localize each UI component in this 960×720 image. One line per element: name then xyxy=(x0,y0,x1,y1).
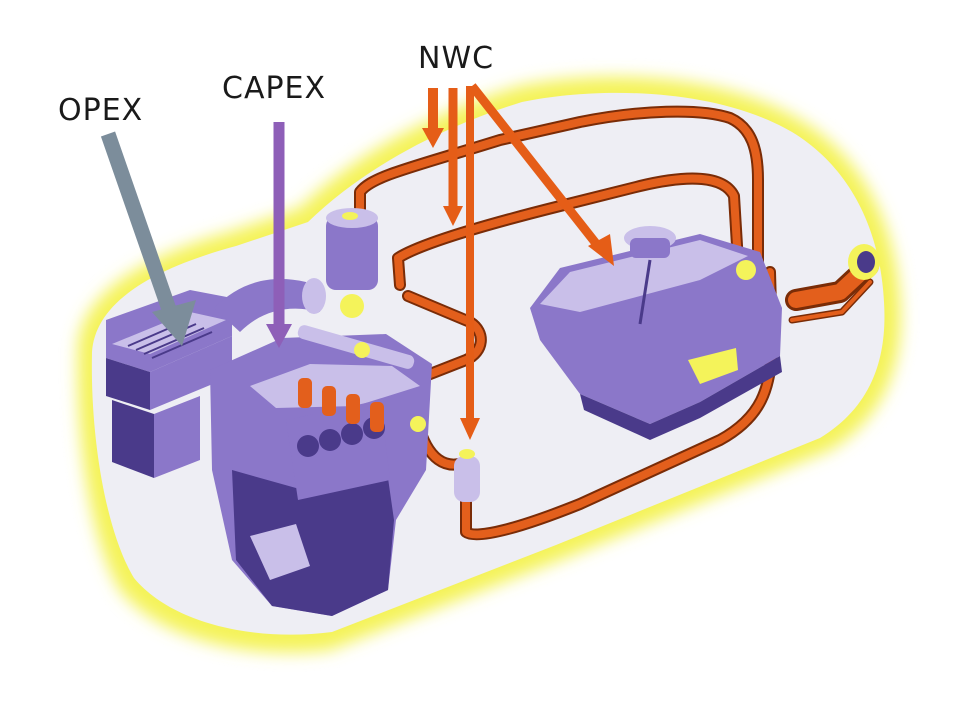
fuel-rail xyxy=(297,325,426,432)
filler-neck xyxy=(848,244,880,280)
air-filter xyxy=(106,290,232,478)
opex-label: OPEX xyxy=(58,93,144,128)
fuel-tank xyxy=(530,226,782,440)
nwc-arrow-4 xyxy=(468,83,614,266)
nwc-arrow-3 xyxy=(460,86,480,440)
capex-label: CAPEX xyxy=(222,71,327,106)
fuel-filter xyxy=(454,449,480,502)
opex-arrow xyxy=(100,131,196,346)
throttle-body xyxy=(326,208,378,318)
intake-duct xyxy=(214,278,326,332)
nwc-arrow-2 xyxy=(443,88,463,226)
nwc-label: NWC xyxy=(418,41,495,76)
capex-arrow xyxy=(266,122,292,348)
nwc-arrows xyxy=(422,83,614,440)
nwc-arrow-1 xyxy=(422,88,444,148)
